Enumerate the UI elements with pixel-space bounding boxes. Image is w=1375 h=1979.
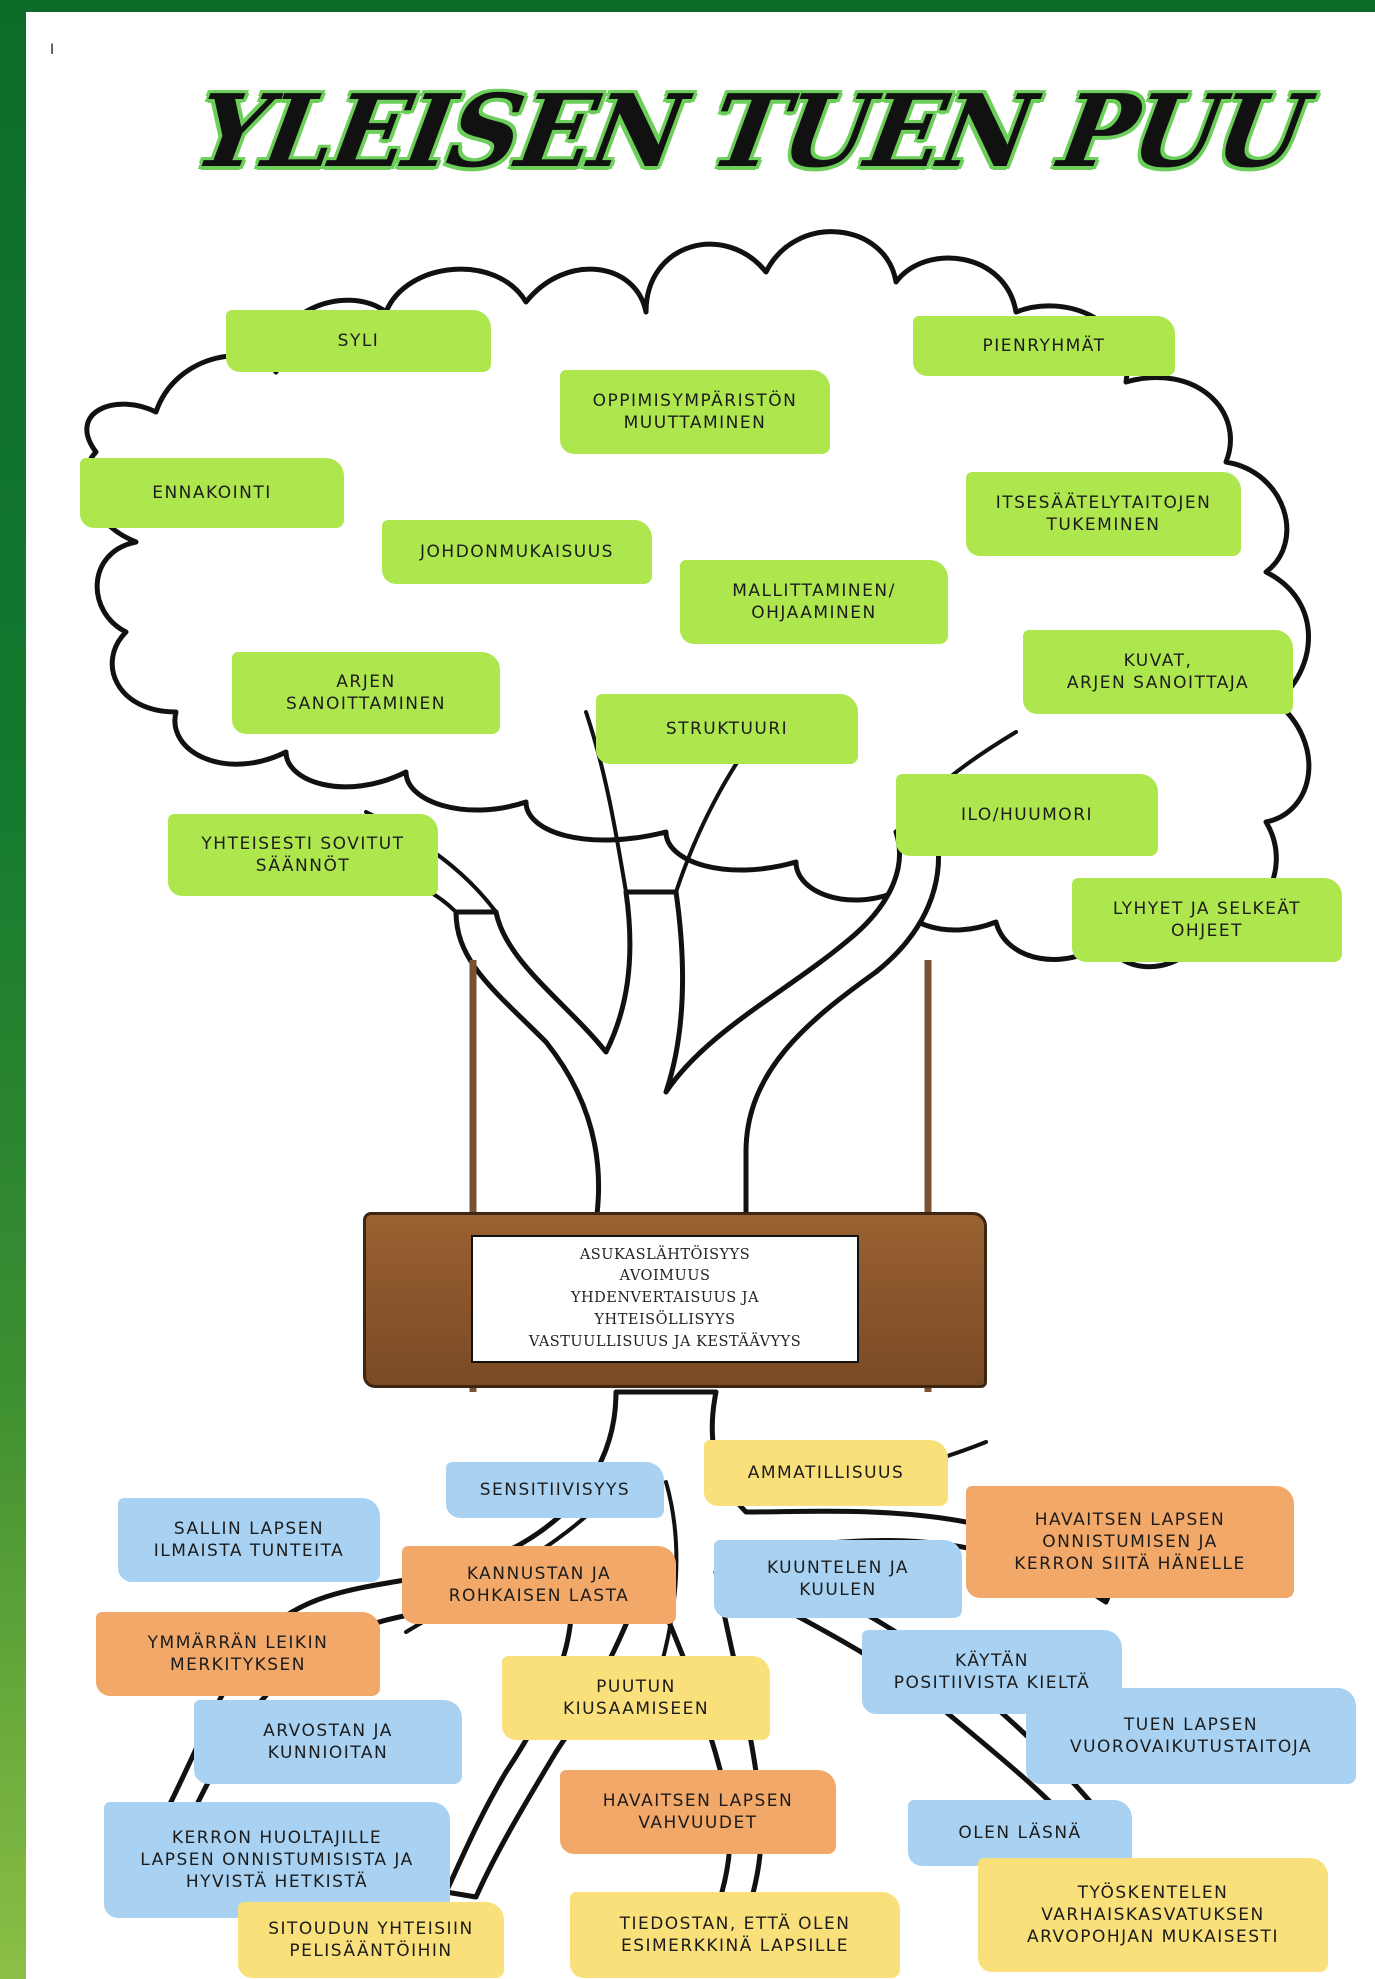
value-line: YHTEISÖLLISYYS [594,1311,736,1328]
root-label-arvopohja: TYÖSKENTELEN VARHAISKASVATUKSEN ARVOPOHJ… [978,1858,1328,1972]
root-label-kiusaaminen: PUUTUN KIUSAAMISEEN [502,1656,770,1740]
leaf-label-ilo-huumori: ILO/HUUMORI [896,774,1158,856]
leaf-label-syli: SYLI [226,310,491,372]
root-label-vuorovaikutus: TUEN LAPSEN VUOROVAIKUTUSTAITOJA [1026,1688,1356,1784]
root-label-vahvuudet: HAVAITSEN LAPSEN VAHVUUDET [560,1770,836,1854]
leaf-label-struktuuri: STRUKTUURI [596,694,858,764]
root-label-tunteet: SALLIN LAPSEN ILMAISTA TUNTEITA [118,1498,380,1582]
value-line: AVOIMUUS [619,1268,711,1285]
root-label-olen-lasna: OLEN LÄSNÄ [908,1800,1132,1866]
value-line: YHDENVERTAISUUS JA [570,1290,760,1307]
leaf-label-saannot: YHTEISESTI SOVITUT SÄÄNNÖT [168,814,438,896]
root-label-esimerkki: TIEDOSTAN, ETTÄ OLEN ESIMERKKINÄ LAPSILL… [570,1892,900,1978]
swing-board: ASUKASLÄHTÖISYYS AVOIMUUS YHDENVERTAISUU… [363,1212,987,1388]
root-label-huoltajat: KERRON HUOLTAJILLE LAPSEN ONNISTUMISISTA… [104,1802,450,1918]
root-label-onnistuminen: HAVAITSEN LAPSEN ONNISTUMISEN JA KERRON … [966,1486,1294,1598]
root-label-arvostan: ARVOSTAN JA KUNNIOITAN [194,1700,462,1784]
leaf-label-johdonmukaisuus: JOHDONMUKAISUUS [382,520,652,584]
root-label-leikki: YMMÄRRÄN LEIKIN MERKITYKSEN [96,1612,380,1696]
leaf-label-arjen-sanoittaminen: ARJEN SANOITTAMINEN [232,652,500,734]
root-label-kuuntelen: KUUNTELEN JA KUULEN [714,1540,962,1618]
root-label-kannustan: KANNUSTAN JA ROHKAISEN LASTA [402,1546,676,1624]
leaf-label-pienryhmat: PIENRYHMÄT [913,316,1175,376]
value-line: ASUKASLÄHTÖISYYS [579,1246,751,1263]
leaf-label-ohjeet: LYHYET JA SELKEÄT OHJEET [1072,878,1342,962]
value-line: VASTUULLISUUS JA KESTÄÄVYYS [528,1333,802,1350]
leaf-label-ennakointi: ENNAKOINTI [80,458,344,528]
root-label-pelisaannot: SITOUDUN YHTEISIIN PELISÄÄNTÖIHIN [238,1902,504,1978]
root-label-sensitiivisyys: SENSITIIVISYYS [446,1462,664,1518]
poster-page: I YLEISEN TUEN PUU [26,12,1375,1979]
tree-trunk [453,829,941,1225]
page-mark: I [50,42,55,58]
root-label-ammatillisuus: AMMATILLISUUS [704,1440,948,1506]
values-panel: ASUKASLÄHTÖISYYS AVOIMUUS YHDENVERTAISUU… [471,1235,859,1363]
leaf-label-itsesaately: ITSESÄÄTELYTAITOJEN TUKEMINEN [966,472,1241,556]
leaf-label-kuvat: KUVAT, ARJEN SANOITTAJA [1023,630,1293,714]
leaf-label-mallittaminen: MALLITTAMINEN/ OHJAAMINEN [680,560,948,644]
leaf-label-oppimisymparisto: OPPIMISYMPÄRISTÖN MUUTTAMINEN [560,370,830,454]
